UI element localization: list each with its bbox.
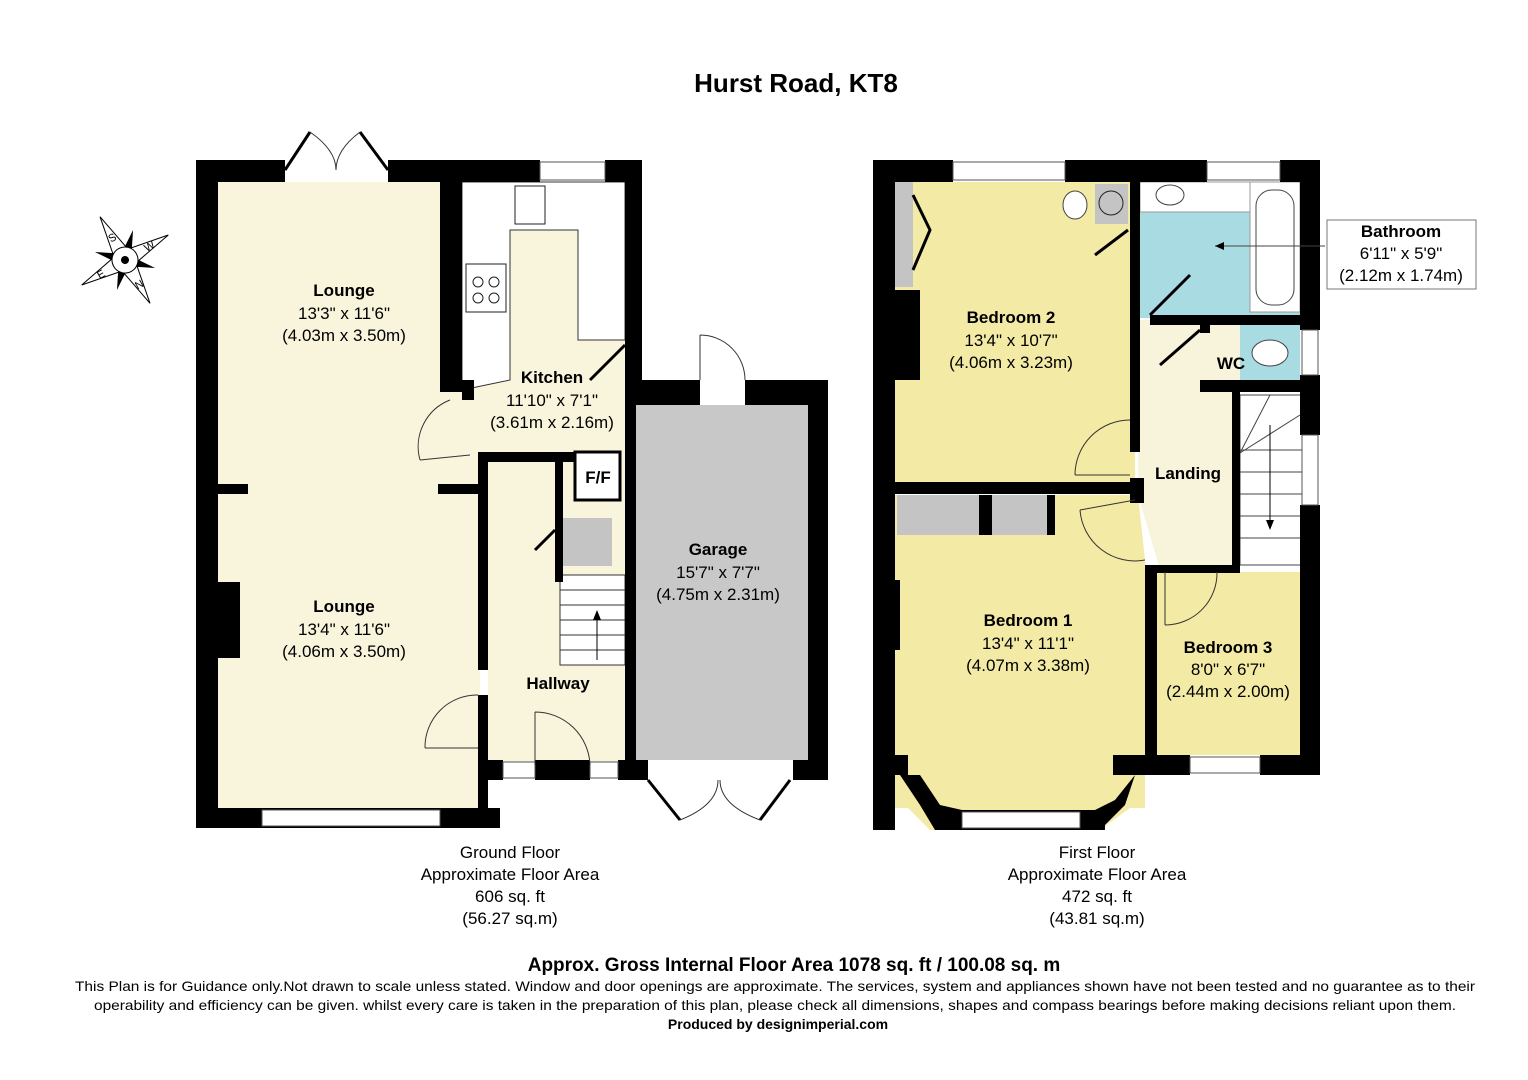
svg-text:Bathroom: Bathroom: [1361, 222, 1441, 241]
toilet-icon: [1251, 339, 1289, 367]
room-label-landing: Landing: [1155, 464, 1221, 483]
basin-icon: [1062, 190, 1088, 220]
first-floor-summary: First Floor Approximate Floor Area 472 s…: [1008, 843, 1187, 928]
bedroom-3-area: [1157, 572, 1300, 755]
storage-cupboard: [562, 518, 612, 566]
svg-text:606 sq. ft: 606 sq. ft: [475, 887, 545, 906]
room-label-kitchen: Kitchen 11'10" x 7'1" (3.61m x 2.16m): [490, 368, 614, 432]
sink-icon: [514, 185, 546, 225]
svg-text:8'0" x 6'7": 8'0" x 6'7": [1191, 660, 1265, 679]
produced-by: Produced by designimperial.com: [668, 1016, 888, 1032]
fridge-freezer: [573, 450, 622, 502]
ground-floor: F/F: [196, 131, 828, 928]
svg-text:Approximate Floor Area: Approximate Floor Area: [1008, 865, 1187, 884]
svg-text:Ground Floor: Ground Floor: [460, 843, 560, 862]
bathroom-callout: [1326, 219, 1477, 290]
room-label-bedroom-3: Bedroom 3 8'0" x 6'7" (2.44m x 2.00m): [1166, 638, 1290, 701]
wardrobe: [992, 495, 1047, 535]
room-label-bathroom: Bathroom 6'11" x 5'9" (2.12m x 1.74m): [1339, 222, 1463, 285]
svg-text:First Floor: First Floor: [1059, 843, 1136, 862]
svg-text:6'11" x 5'9": 6'11" x 5'9": [1360, 244, 1443, 263]
svg-text:Lounge: Lounge: [313, 281, 374, 300]
wardrobe: [895, 182, 913, 287]
room-label-lounge-upper: Lounge 13'3" x 11'6" (4.03m x 3.50m): [282, 281, 406, 345]
svg-text:(4.06m x 3.50m): (4.06m x 3.50m): [282, 642, 406, 661]
wardrobe: [897, 495, 979, 535]
fireplace: [212, 582, 240, 658]
ground-floor-summary: Ground Floor Approximate Floor Area 606 …: [421, 843, 600, 928]
room-label-garage: Garage 15'7" x 7'7" (4.75m x 2.31m): [656, 540, 780, 604]
disclaimer-line-1: This Plan is for Guidance only.Not drawn…: [75, 978, 1475, 994]
svg-text:11'10" x 7'1": 11'10" x 7'1": [506, 391, 598, 410]
compass-icon: S W E N: [81, 216, 169, 304]
gross-area: Approx. Gross Internal Floor Area 1078 s…: [528, 955, 1061, 976]
room-label-bedroom-1: Bedroom 1 13'4" x 11'1" (4.07m x 3.38m): [966, 611, 1090, 675]
svg-text:Bedroom 3: Bedroom 3: [1184, 638, 1273, 657]
plan-title: Hurst Road, KT8: [694, 68, 898, 98]
basin-icon: [1155, 184, 1185, 206]
svg-text:(4.03m x 3.50m): (4.03m x 3.50m): [282, 326, 406, 345]
svg-text:Garage: Garage: [689, 540, 748, 559]
room-label-hallway: Hallway: [526, 674, 590, 693]
svg-text:13'4" x 10'7": 13'4" x 10'7": [964, 331, 1057, 350]
stairs: [559, 574, 626, 666]
garage-area: [636, 405, 808, 760]
svg-text:Bedroom 1: Bedroom 1: [984, 611, 1073, 630]
svg-text:(2.44m x 2.00m): (2.44m x 2.00m): [1166, 682, 1290, 701]
svg-text:(43.81 sq.m): (43.81 sq.m): [1049, 909, 1144, 928]
svg-text:Approximate Floor Area: Approximate Floor Area: [421, 865, 600, 884]
svg-text:13'3" x 11'6": 13'3" x 11'6": [298, 304, 390, 323]
svg-text:(4.75m x 2.31m): (4.75m x 2.31m): [656, 585, 780, 604]
svg-text:(4.07m x 3.38m): (4.07m x 3.38m): [966, 656, 1090, 675]
first-floor: Bedroom 2 13'4" x 10'7" (4.06m x 3.23m) …: [873, 160, 1477, 928]
svg-text:13'4" x 11'1": 13'4" x 11'1": [982, 634, 1074, 653]
svg-text:Bedroom 2: Bedroom 2: [967, 308, 1056, 327]
room-label-bedroom-2: Bedroom 2 13'4" x 10'7" (4.06m x 3.23m): [949, 308, 1073, 372]
svg-text:13'4" x 11'6": 13'4" x 11'6": [298, 620, 390, 639]
svg-text:(3.61m x 2.16m): (3.61m x 2.16m): [490, 413, 614, 432]
room-label-lounge-lower: Lounge 13'4" x 11'6" (4.06m x 3.50m): [282, 597, 406, 661]
stairs: [1239, 394, 1303, 566]
room-label-wc: WC: [1217, 354, 1245, 373]
svg-text:472 sq. ft: 472 sq. ft: [1062, 887, 1132, 906]
svg-text:(4.06m x 3.23m): (4.06m x 3.23m): [949, 353, 1073, 372]
svg-text:Lounge: Lounge: [313, 597, 374, 616]
lounge-area: [218, 182, 480, 808]
disclaimer-line-2: operability and efficiency can be given.…: [94, 997, 1456, 1013]
svg-text:(56.27 sq.m): (56.27 sq.m): [462, 909, 557, 928]
hob-icon: [465, 263, 507, 313]
svg-text:(2.12m x 1.74m): (2.12m x 1.74m): [1339, 266, 1463, 285]
svg-text:Kitchen: Kitchen: [521, 368, 583, 387]
ff-label: F/F: [585, 468, 611, 487]
svg-text:15'7" x 7'7": 15'7" x 7'7": [676, 563, 760, 582]
bedroom-1-area: [895, 495, 1145, 808]
